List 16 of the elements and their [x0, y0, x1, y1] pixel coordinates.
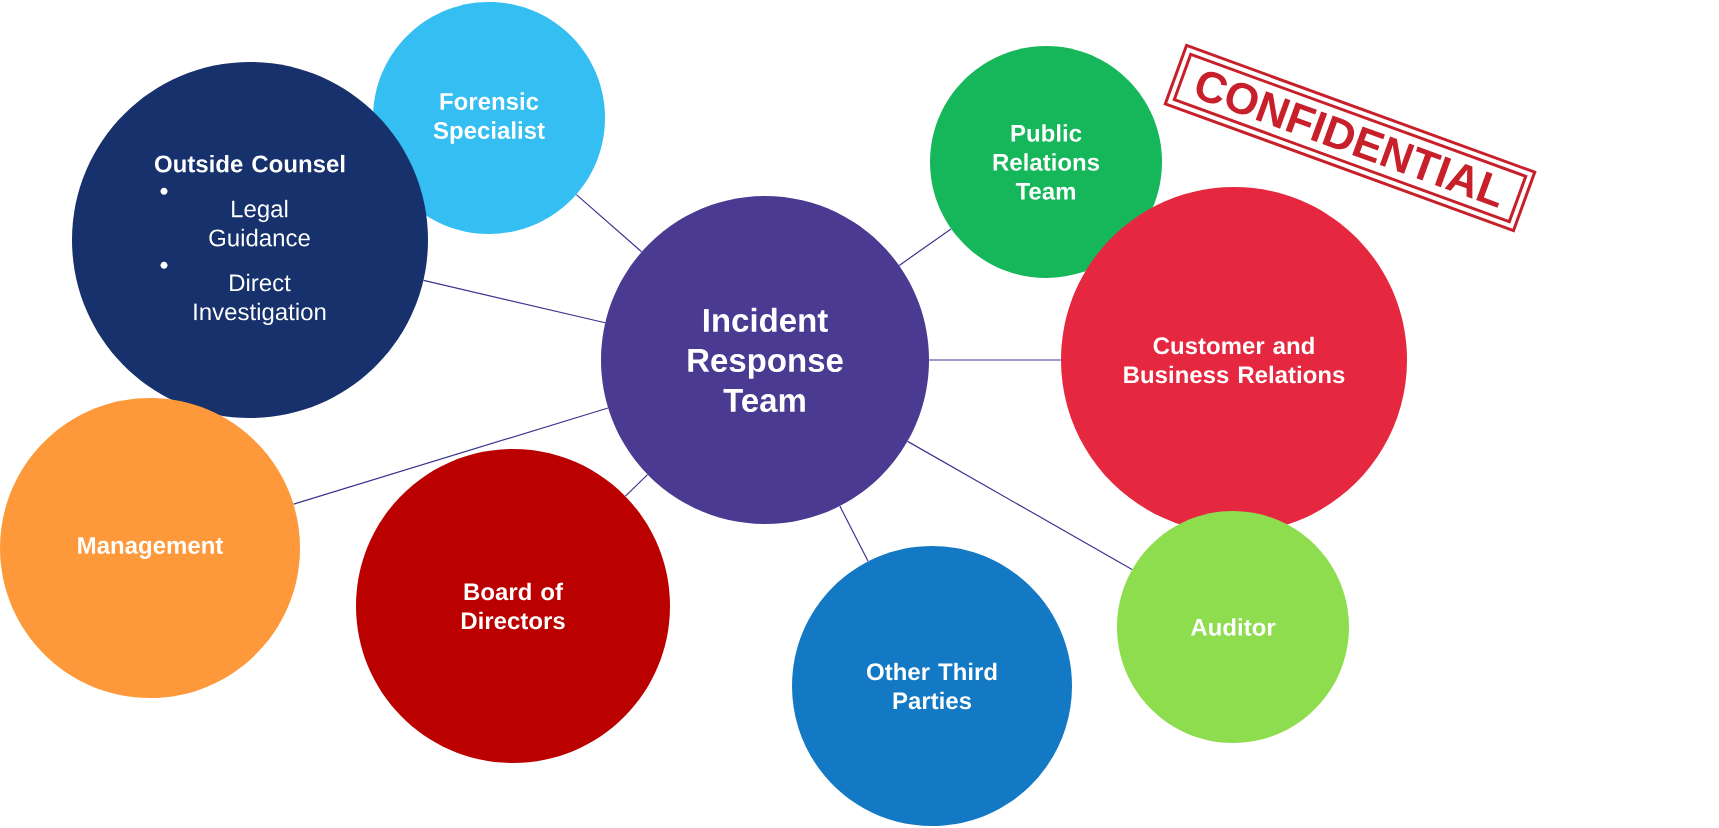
circle-node: Incident Response Team: [601, 196, 929, 524]
circle-node: Public Relations Team: [930, 46, 1162, 278]
connector-line: [293, 407, 609, 505]
connector-line: [898, 228, 952, 267]
circle-node: Management: [0, 398, 300, 698]
circle-node: Outside Counsel Legal Guidance Direct Investigation: [72, 62, 428, 418]
connector-line: [575, 194, 643, 253]
circle-node: Board of Directors: [356, 449, 670, 763]
circle-node: Auditor: [1117, 511, 1349, 743]
connector-line: [928, 359, 1062, 361]
connector-line: [422, 279, 606, 324]
connector-line: [624, 474, 649, 497]
circle-node: Other Third Parties: [792, 546, 1072, 826]
circle-node: Forensic Specialist: [373, 2, 605, 234]
connector-line: [907, 440, 1133, 570]
connector-line: [839, 505, 869, 562]
